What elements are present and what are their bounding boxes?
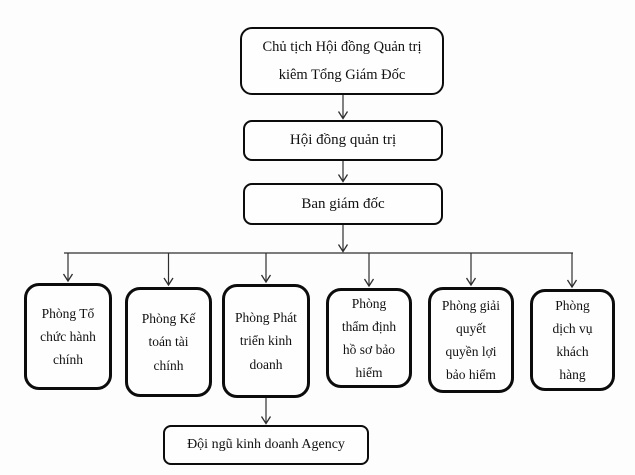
node-dept4-label: Phòng thẩm định hồ sơ bảo hiểm [341, 295, 397, 381]
node-chairman-label: Chủ tịch Hội đồng Quản trị kiêm Tổng Giá… [262, 39, 422, 83]
node-management-label: Ban giám đốc [301, 195, 385, 212]
node-dept3-label: Phòng Phát triển kinh doanh [235, 310, 297, 372]
node-dept-claims-settlement: Phòng giải quyết quyền lợi bảo hiểm [428, 287, 514, 393]
node-dept-insurance-underwriting: Phòng thẩm định hồ sơ bảo hiểm [326, 288, 412, 388]
node-dept-business-development: Phòng Phát triển kinh doanh [222, 284, 310, 398]
node-dept6-label: Phòng dịch vụ khách hàng [552, 297, 593, 383]
node-board-label: Hội đồng quản trị [289, 132, 397, 148]
node-chairman: Chủ tịch Hội đồng Quản trị kiêm Tổng Giá… [240, 27, 444, 95]
node-dept-finance-accounting: Phòng Kế toán tài chính [125, 287, 212, 397]
node-board-of-directors: Hội đồng quản trị [243, 120, 443, 161]
node-board-of-management: Ban giám đốc [243, 183, 443, 225]
node-dept-customer-service: Phòng dịch vụ khách hàng [530, 289, 615, 391]
node-dept2-label: Phòng Kế toán tài chính [141, 311, 196, 373]
node-dept-admin-organization: Phòng Tổ chức hành chính [24, 283, 112, 390]
node-dept1-label: Phòng Tổ chức hành chính [40, 305, 96, 368]
node-agency-sales-team: Đội ngũ kinh doanh Agency [163, 425, 369, 465]
node-dept5-label: Phòng giải quyết quyền lợi bảo hiểm [441, 297, 501, 383]
node-agency-label: Đội ngũ kinh doanh Agency [187, 437, 345, 452]
